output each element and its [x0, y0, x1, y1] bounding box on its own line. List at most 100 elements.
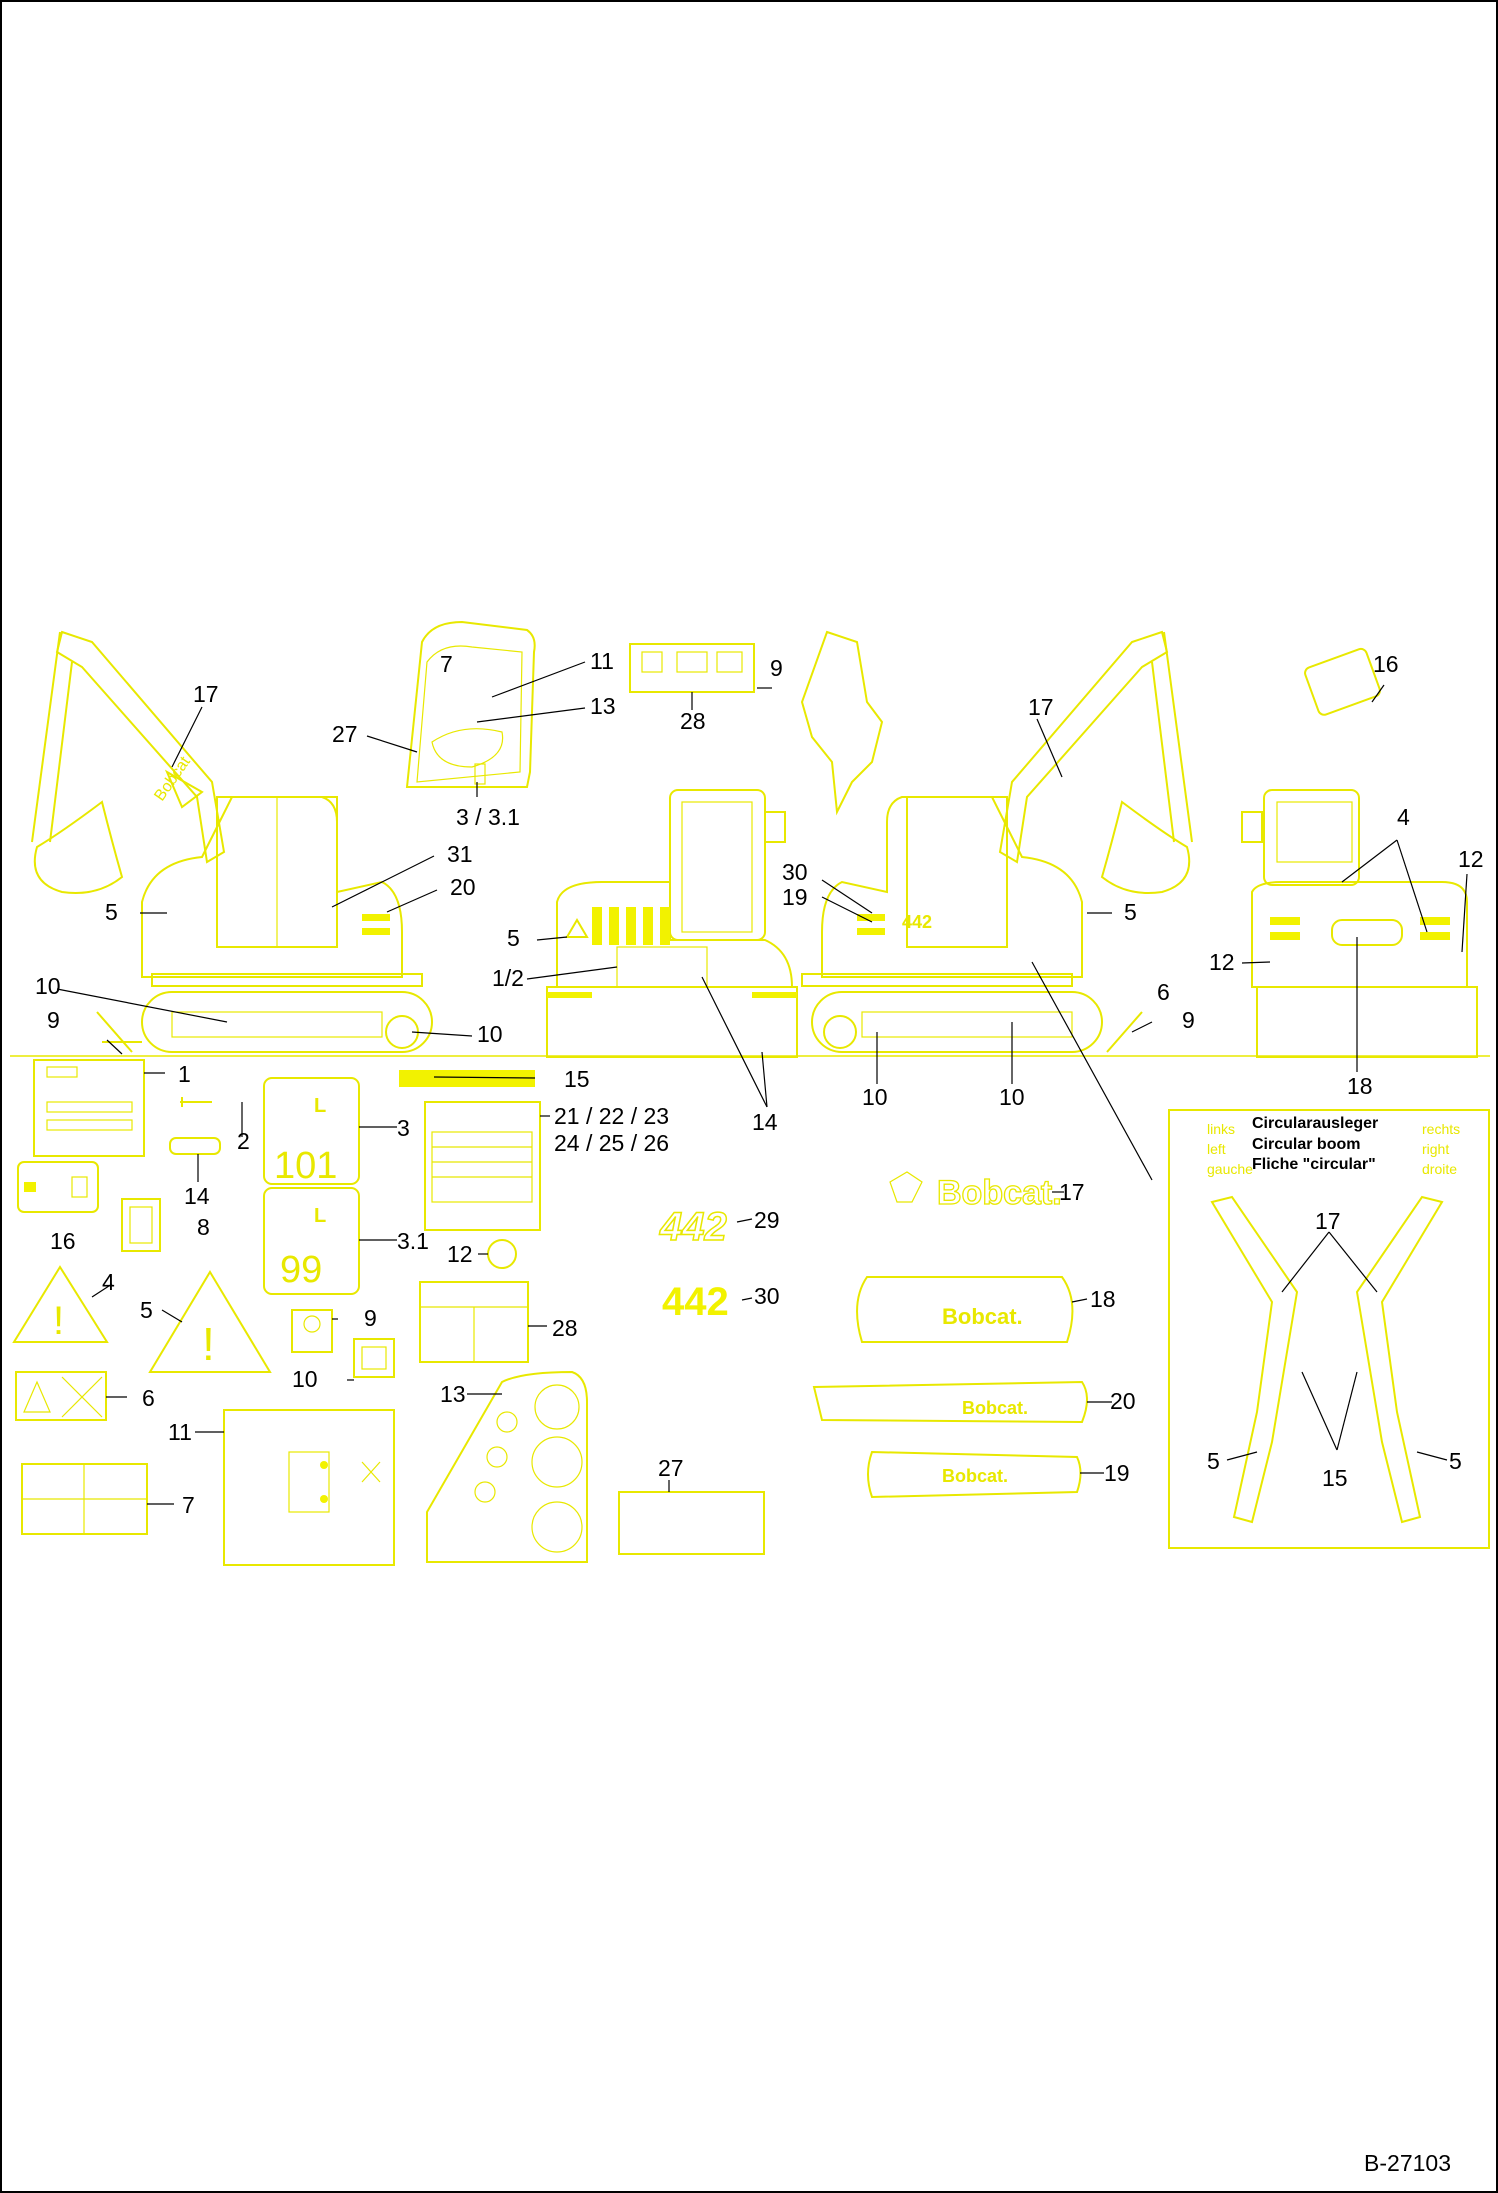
callout-14-rear: 14	[752, 1109, 778, 1135]
svg-text:Bobcat: Bobcat	[151, 753, 194, 804]
callout-30: 30	[754, 1283, 780, 1309]
decal-4-warning	[12, 1265, 109, 1343]
decal-3-lwa-101: 101 L	[263, 1077, 360, 1187]
callout-17: 17	[1059, 1179, 1085, 1205]
callout-3-1: 3.1	[397, 1228, 429, 1254]
callout-6-machine: 6	[1157, 979, 1170, 1005]
excavator-right-view: 442	[801, 630, 1193, 1053]
decal-8	[121, 1198, 161, 1252]
boom-part-9	[800, 630, 884, 816]
callout-17-left: 17	[193, 681, 219, 707]
callout-12-front-left: 12	[1209, 949, 1235, 975]
decal-15-strip	[399, 1070, 535, 1087]
callout-20-machine: 20	[450, 874, 476, 900]
cab-interior-view	[405, 620, 536, 788]
callout-9: 9	[364, 1305, 377, 1331]
decal-18-brand-plate: Bobcat.	[856, 1276, 1074, 1343]
callout-1: 1	[178, 1061, 191, 1087]
callout-3-31-cab: 3 / 3.1	[456, 804, 520, 830]
callout-29: 29	[754, 1207, 780, 1233]
callout-15: 15	[564, 1066, 590, 1092]
decal-29-model-outline: 442	[659, 1205, 727, 1249]
lwa-101-text: 101	[274, 1145, 337, 1187]
callout-11: 11	[168, 1419, 192, 1445]
callout-5: 5	[140, 1297, 153, 1323]
callout-9-right: 9	[1182, 1007, 1195, 1033]
callout-6: 6	[142, 1385, 155, 1411]
inset-right-en: right	[1422, 1141, 1449, 1157]
callout-24-26: 24 / 25 / 26	[554, 1130, 669, 1156]
svg-text:!: !	[53, 1299, 64, 1343]
decal-5-warning	[148, 1270, 272, 1373]
inset-right-de: rechts	[1422, 1121, 1460, 1137]
callout-11-cab: 11	[590, 648, 614, 674]
callout-14: 14	[184, 1183, 210, 1209]
inset-header: links left gauche Circularausleger Circu…	[1207, 1115, 1460, 1177]
decal-11-controls	[223, 1409, 395, 1566]
callout-27: 27	[658, 1455, 684, 1481]
decal-30-model-solid: 442	[662, 1280, 729, 1324]
callout-12-front-right: 12	[1458, 846, 1484, 872]
callout-28-top: 28	[680, 708, 706, 734]
callout-5-inset-left: 5	[1207, 1448, 1220, 1474]
decal-19-brand-text: Bobcat.	[942, 1466, 1008, 1486]
svg-text:L: L	[314, 1205, 326, 1227]
svg-text:L: L	[314, 1095, 326, 1117]
callout-17-right: 17	[1028, 694, 1054, 720]
decal-10	[353, 1338, 395, 1378]
decal-16	[17, 1161, 99, 1213]
svg-text:!: !	[202, 1318, 215, 1370]
callout-5-inset-right: 5	[1449, 1448, 1462, 1474]
callout-30-machine: 30	[782, 859, 808, 885]
decal-12-round	[487, 1239, 517, 1269]
excavator-rear-view	[546, 789, 798, 1058]
callout-16-front: 16	[1373, 651, 1399, 677]
lwa-99-text: 99	[280, 1249, 322, 1291]
excavator-front-view	[1241, 647, 1478, 1058]
decal-3-1-lwa-99: 99 L	[263, 1187, 360, 1295]
decal-28	[419, 1281, 529, 1363]
callout-15-inset: 15	[1322, 1465, 1348, 1491]
callout-18-front: 18	[1347, 1073, 1373, 1099]
decal-2-rivet	[180, 1097, 212, 1107]
callout-7: 7	[182, 1492, 195, 1518]
callout-labels: 17 5 9 10 10 3 1 20 7 11 13 27 3 / 3.1 28…	[35, 648, 1484, 1518]
inset-title-de: Circularausleger	[1252, 1115, 1378, 1132]
svg-text:442: 442	[902, 912, 932, 932]
decal-7	[21, 1463, 148, 1535]
callout-4-front: 4	[1397, 804, 1410, 830]
decal-27	[618, 1491, 765, 1555]
callout-10-right-b: 10	[999, 1084, 1025, 1110]
leader-lines	[56, 661, 1468, 1505]
callout-10-left-b: 10	[477, 1021, 503, 1047]
decal-13-gauge-panel	[426, 1370, 588, 1563]
callout-10: 10	[292, 1366, 318, 1392]
inset-left-en: left	[1207, 1141, 1226, 1157]
callout-13: 13	[440, 1381, 466, 1407]
callout-10-right-a: 10	[862, 1084, 888, 1110]
decal-14-part	[169, 1137, 221, 1155]
callout-18: 18	[1090, 1286, 1116, 1312]
decal-1-serial-plate	[33, 1059, 145, 1157]
decal-20-brand-strip: Bobcat.	[812, 1380, 1088, 1424]
decal-28-top	[629, 643, 755, 693]
callout-8: 8	[197, 1214, 210, 1240]
inset-left-fr: gauche	[1207, 1161, 1253, 1177]
callout-9-left: 9	[47, 1007, 60, 1033]
decal-6	[15, 1371, 107, 1421]
callout-3: 3	[397, 1115, 410, 1141]
callout-16: 16	[50, 1228, 76, 1254]
callout-9-top: 9	[770, 655, 783, 681]
callout-5-left: 5	[105, 899, 118, 925]
callout-4: 4	[102, 1269, 115, 1295]
decal-17-brand-logo: Bobcat.	[937, 1174, 1062, 1212]
callout-7-cab: 7	[440, 651, 453, 677]
callout-28: 28	[552, 1315, 578, 1341]
callout-20: 20	[1110, 1388, 1136, 1414]
excavator-left-view: Bobcat	[31, 630, 433, 1053]
inset-title-en: Circular boom	[1252, 1136, 1360, 1153]
callout-5-rear: 5	[507, 925, 520, 951]
inset-title-fr: Fliche "circular"	[1252, 1156, 1376, 1173]
